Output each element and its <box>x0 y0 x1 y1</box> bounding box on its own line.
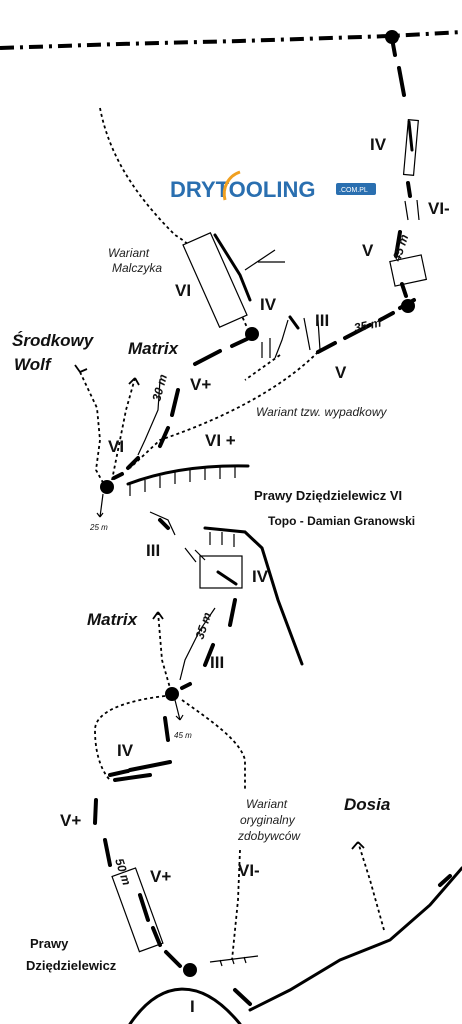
svg-text:DRYTOOLING: DRYTOOLING <box>170 177 315 202</box>
logo-text-b: TOOLING <box>216 177 316 202</box>
belay-lower <box>165 687 179 701</box>
grade-box-v-plus: V+ <box>150 867 171 886</box>
drytooling-logo: DRYTOOLING .COM.PL <box>170 170 376 202</box>
grade-low-iv: IV <box>117 741 134 760</box>
grade-mid-v: V <box>335 363 347 382</box>
length-35-top: 35 m <box>353 315 383 334</box>
route-srodkowy-wolf-2: Wolf <box>14 355 53 374</box>
middle-lower-pitch <box>94 526 304 961</box>
summit-ridge-line <box>0 30 462 50</box>
grade-top-v: V <box>362 241 374 260</box>
grade-lower-iii: III <box>146 541 160 560</box>
length-25: 25 m <box>89 523 108 532</box>
grade-vi-minus: VI- <box>238 861 260 880</box>
route-start-label-2: Dziędzielewicz <box>26 958 117 973</box>
grade-left-vi: VI <box>108 437 124 456</box>
variant-oryginalny-label-2: oryginalny <box>240 813 296 827</box>
grade-vi-plus: VI + <box>205 431 236 450</box>
length-35-mid: 35 m <box>193 610 215 641</box>
variant-oryginalny-label-3: zdobywców <box>237 829 301 843</box>
variant-malczyka-label-2: Malczyka <box>112 261 162 275</box>
wypadkowy-variant-line <box>129 351 319 469</box>
upper-right-pitch <box>316 30 428 354</box>
variant-oryginalny-label-1: Wariant <box>246 797 288 811</box>
topo-credit: Topo - Damian Granowski <box>268 514 415 528</box>
grade-malczyka-vi: VI <box>175 281 191 300</box>
grade-matrix-v-plus: V+ <box>190 375 211 394</box>
grade-low-v-plus: V+ <box>60 811 81 830</box>
belay-top <box>385 30 399 44</box>
length-45-low: 45 m <box>174 731 192 740</box>
grade-start-i: I <box>190 997 195 1016</box>
variant-wypadkowy-label: Wariant tzw. wypadkowy <box>256 405 387 419</box>
grade-lower-iv: IV <box>252 567 269 586</box>
route-matrix-lower: Matrix <box>87 610 139 629</box>
length-30: 30 m <box>149 372 170 402</box>
ice-axe-icon <box>222 170 241 201</box>
grade-mid-iii: III <box>315 311 329 330</box>
logo-suffix: .COM.PL <box>339 187 368 194</box>
route-srodkowy-wolf-1: Środkowy <box>12 331 95 350</box>
route-start-label-1: Prawy <box>30 936 69 951</box>
matrix-upper-lines <box>74 364 250 536</box>
belay-left <box>100 480 114 494</box>
belay-start <box>183 963 197 977</box>
grade-top-iv: IV <box>370 135 387 154</box>
logo-text-a: DRY <box>170 177 216 202</box>
variant-malczyka-label-1: Wariant <box>108 246 150 260</box>
grade-matrix-iii: III <box>210 653 224 672</box>
grade-mid-iv: IV <box>260 295 277 314</box>
topo-title: Prawy Dziędzielewicz VI <box>254 488 402 503</box>
malczyka-variant <box>99 107 321 381</box>
belay-middle <box>245 327 259 341</box>
route-matrix-upper: Matrix <box>128 339 180 358</box>
grade-top-vi-minus: VI- <box>428 199 450 218</box>
start-pitch <box>93 798 462 1024</box>
route-dosia: Dosia <box>344 795 390 814</box>
